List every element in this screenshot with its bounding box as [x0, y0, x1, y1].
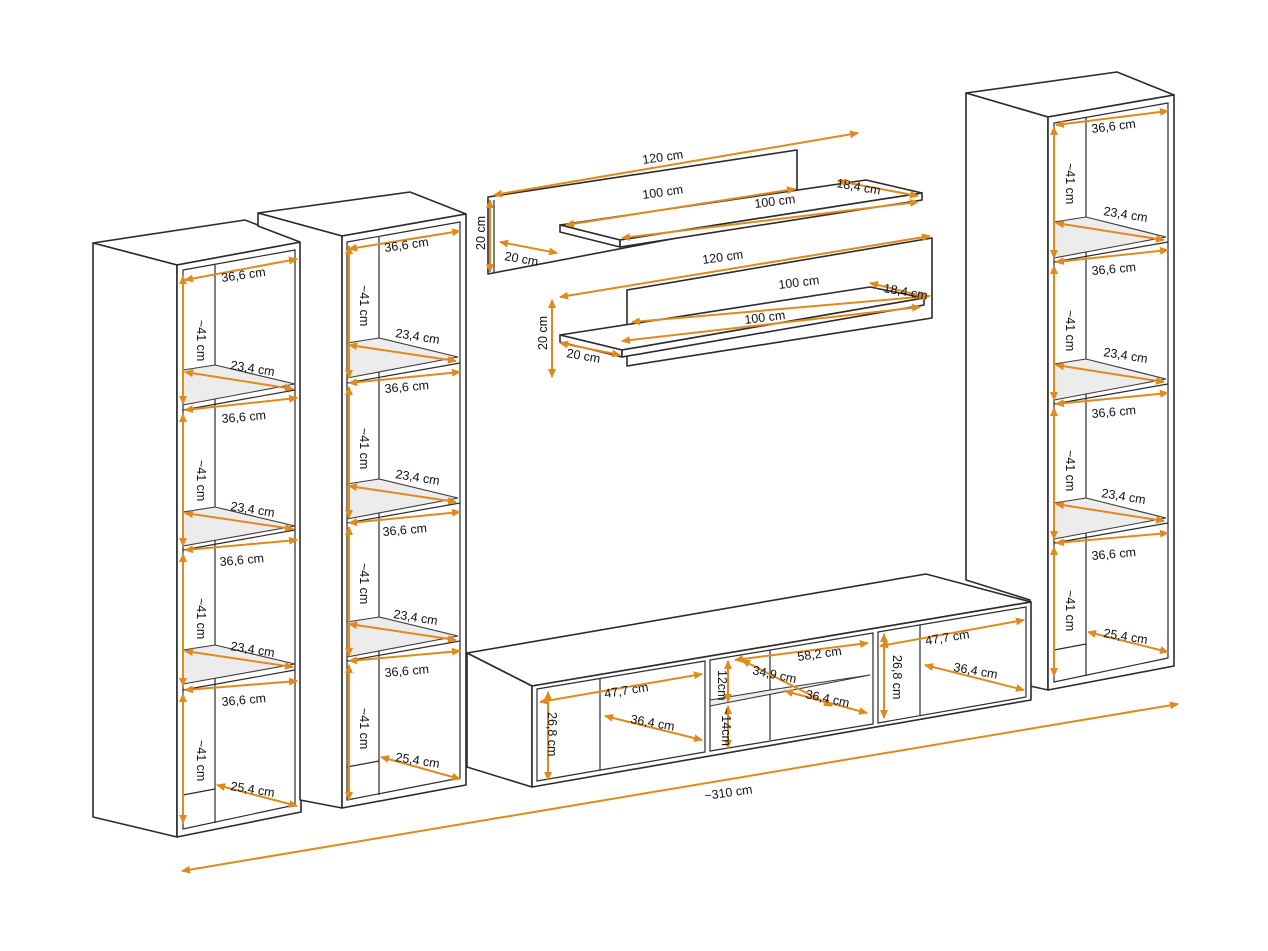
dimension-arrow [559, 233, 931, 300]
dimension-arrow [1055, 501, 1165, 524]
dimension-arrow [924, 663, 1025, 692]
dimension-arrow [348, 368, 461, 387]
dimension-label: 36,6 cm [384, 662, 430, 680]
dimension-label: 36,6 cm [1091, 260, 1137, 278]
dimension-label: 23,4 cm [230, 499, 276, 520]
dimension-label: 47,7 cm [603, 680, 649, 701]
dimension-label: ~41 cm [1063, 163, 1077, 204]
dimension-label: ~41 cm [194, 320, 208, 361]
dimension-arrow [184, 510, 294, 532]
dimension-label: ~41 cm [357, 285, 371, 326]
dimension-arrow [493, 130, 859, 198]
dimension-arrow [559, 340, 621, 358]
dimension-label: 58,2 cm [796, 644, 842, 664]
dimension-arrow [1055, 389, 1169, 408]
dimension-label: 20 cm [503, 249, 539, 269]
dimension-arrow [734, 640, 869, 663]
dimension-label: 20 cm [536, 316, 550, 350]
dimension-arrow [1055, 362, 1165, 385]
dimension-arrow [348, 228, 461, 252]
dimension-arrow [348, 621, 457, 643]
dimension-label: 36,6 cm [1091, 403, 1137, 421]
dimension-label: 26,8 cm [545, 712, 559, 756]
dimension-arrow [184, 648, 294, 670]
dimension-arrow [380, 755, 461, 781]
dimension-label: 25,4 cm [230, 779, 276, 800]
dimension-label: 100 cm [778, 273, 820, 292]
dimension-arrow [184, 677, 298, 694]
dimension-label: ~41 cm [357, 428, 371, 469]
dimension-label: 23,4 cm [230, 639, 276, 660]
dimension-label: 100 cm [754, 192, 796, 211]
dimension-arrow [181, 701, 1179, 874]
dimension-label: 36,6 cm [221, 691, 267, 709]
dimension-label: 36,6 cm [221, 408, 267, 426]
dimension-label: 23,4 cm [395, 467, 441, 488]
dimension-label: 36,6 cm [384, 378, 430, 396]
dimension-label: 25,4 cm [1103, 626, 1149, 647]
dimension-label: ~41 cm [194, 740, 208, 781]
dimension-label: 23,4 cm [1103, 345, 1149, 366]
dimension-label: ~41 cm [1063, 310, 1077, 351]
dimension-arrow [1055, 246, 1169, 266]
dimension-arrow [1055, 108, 1169, 128]
dimension-arrow [184, 536, 298, 554]
dimension-arrow [784, 689, 868, 715]
dimension-arrow [621, 198, 919, 242]
dimension-label: 26,8 cm [890, 655, 904, 699]
dimension-label: 23,4 cm [395, 326, 441, 347]
wall-shelf-bottom [559, 237, 933, 367]
dimension-arrow [604, 714, 703, 742]
dimension-arrow [869, 281, 927, 299]
dimension-label: 12cm [715, 670, 729, 701]
dimension-label: 36,6 cm [382, 521, 428, 539]
dimension-arrow [184, 256, 298, 283]
dimension-arrow [216, 783, 298, 808]
dimension-arrow [184, 369, 294, 392]
dimension-arrow [879, 617, 1025, 649]
dimension-arrow [1087, 630, 1169, 654]
dimension-arrow [348, 342, 457, 364]
dimension-label: 100 cm [744, 308, 786, 327]
dimension-arrow [1055, 220, 1165, 243]
dimension-label: ~310 cm [703, 782, 753, 803]
dimension-label: 20 cm [565, 346, 601, 366]
dimension-label: 25,4 cm [395, 750, 441, 771]
dimension-label: ~41 cm [357, 708, 371, 749]
dimension-label: 36,6 cm [219, 551, 265, 569]
dimension-arrow [539, 671, 703, 705]
dimension-label: 36,6 cm [1091, 545, 1137, 563]
dimension-arrow [348, 647, 461, 665]
dimension-label: 47,7 cm [924, 627, 970, 648]
dimension-label: 36,6 cm [1091, 117, 1137, 136]
dimension-label: 36,6 cm [220, 265, 266, 285]
dimension-arrow [499, 239, 558, 256]
dimension-arrow [1055, 529, 1169, 547]
dimension-label: 23,4 cm [393, 607, 439, 628]
dimension-label: 120 cm [641, 147, 684, 167]
dimension-label: ~41 cm [194, 598, 208, 639]
dimension-label: ~41 cm [194, 460, 208, 501]
dimension-arrow [621, 303, 921, 345]
dimension-label: 100 cm [641, 182, 684, 202]
dimension-label: ~41 cm [357, 563, 371, 604]
dimension-arrow [837, 178, 919, 199]
dimension-label: 23,4 cm [1101, 486, 1147, 507]
dimension-label: 36,6 cm [383, 235, 429, 255]
dimension-label: 120 cm [701, 247, 744, 267]
dimension-arrow [348, 483, 457, 505]
dimension-labels: ~310 cm 36,6 cm 23,4 cm 36,6 cm 23,4 cm 36,6 … [194, 117, 1149, 803]
dimension-label: 20 cm [474, 216, 488, 250]
dimension-lines [179, 108, 1179, 874]
dimension-label: 23,4 cm [230, 358, 276, 379]
dimension-arrow [348, 508, 461, 527]
dimension-label: 23,4 cm [1103, 204, 1149, 225]
dimension-label: ~41 cm [1063, 590, 1077, 631]
dimension-label: ~41 cm [1063, 450, 1077, 491]
dimension-arrow [184, 394, 298, 414]
dimension-label: ~14cm [719, 708, 733, 746]
